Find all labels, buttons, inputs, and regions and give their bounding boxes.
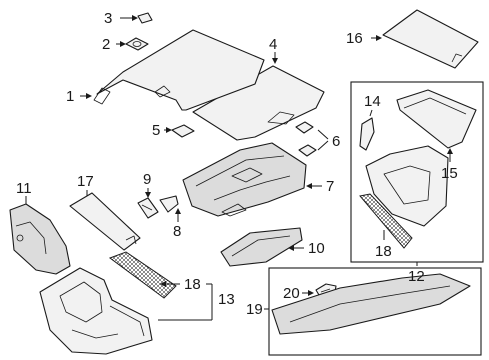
callout-18-upper: 18	[375, 243, 392, 260]
callout-20: 20	[283, 285, 300, 302]
callout-labels: 3 2 4 16 1 5 6 7 9 8 10 17 11 18 13 14 1…	[16, 10, 458, 318]
part-14-hook-bracket	[359, 117, 375, 151]
part-13-storage-tub	[39, 267, 153, 355]
callout-12: 12	[408, 268, 425, 285]
callout-10: 10	[308, 240, 325, 257]
callout-13: 13	[218, 291, 235, 308]
part-17-side-panel	[69, 192, 141, 251]
part-4-load-floor-panel	[192, 65, 325, 141]
callout-17: 17	[77, 173, 94, 190]
callout-2: 2	[102, 36, 110, 53]
part-15-storage-bin	[396, 89, 477, 149]
part-18-cargo-net-lower	[108, 251, 177, 299]
part-6-hooks	[295, 121, 317, 157]
part-16-cargo-cover	[382, 9, 479, 69]
callout-7: 7	[326, 178, 334, 195]
callout-15: 15	[441, 165, 458, 182]
part-9-hook	[137, 197, 159, 219]
callout-19: 19	[246, 301, 263, 318]
callout-16: 16	[346, 30, 363, 47]
part-11-side-trim	[9, 203, 71, 275]
callout-1: 1	[66, 88, 74, 105]
callout-5: 5	[152, 122, 160, 139]
part-2-grommet	[125, 37, 149, 51]
callout-18-lower: 18	[184, 276, 201, 293]
callout-11: 11	[16, 180, 32, 197]
callout-9: 9	[143, 171, 151, 188]
callout-6: 6	[332, 133, 340, 150]
callout-3: 3	[104, 10, 112, 27]
part-7-floor-tray	[182, 142, 307, 217]
callout-4: 4	[269, 36, 277, 53]
part-18-cargo-net-upper	[359, 193, 413, 249]
part-8-bracket	[159, 195, 179, 213]
part-5-bracket	[171, 124, 195, 138]
callout-14: 14	[364, 93, 381, 110]
part-10-rail	[220, 227, 303, 267]
part-1-floor-board	[93, 29, 265, 111]
part-19-sill-plate	[271, 273, 471, 335]
part-3-clip	[137, 12, 153, 24]
leader-lines	[25, 15, 453, 321]
part-12-bin-frame	[365, 145, 449, 227]
group-19-frame	[268, 267, 482, 356]
callout-8: 8	[173, 223, 181, 240]
arrow-20	[308, 290, 314, 296]
